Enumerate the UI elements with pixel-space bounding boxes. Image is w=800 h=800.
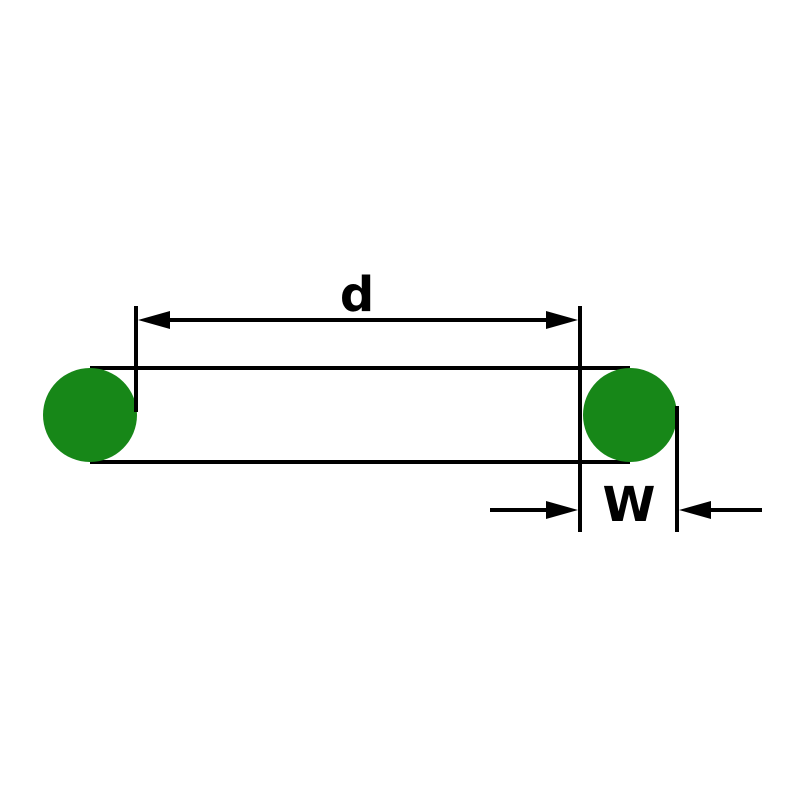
inner-diameter-arrowhead-left — [138, 311, 170, 329]
width-arrowhead-left — [546, 501, 578, 519]
inner-diameter-arrowhead-right — [546, 311, 578, 329]
oring-cross-section-left — [43, 368, 137, 462]
width-label: W — [603, 477, 656, 533]
width-arrowhead-right — [679, 501, 711, 519]
inner-diameter-label: d — [340, 267, 374, 323]
oring-cross-section-right — [583, 368, 677, 462]
